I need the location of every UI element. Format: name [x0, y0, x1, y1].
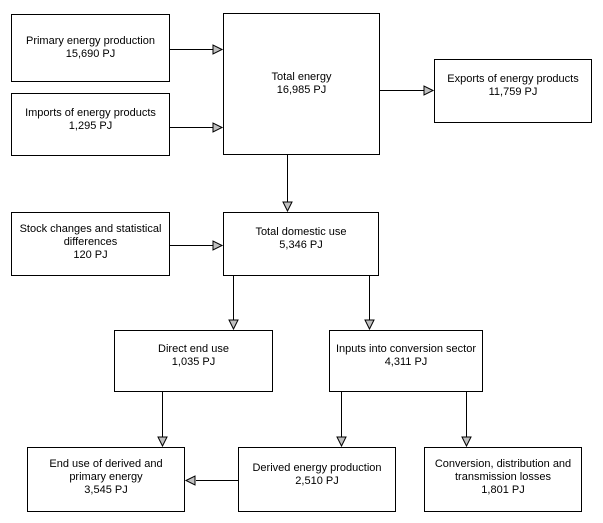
box-total-energy: Total energy 16,985 PJ — [223, 13, 380, 155]
arrow-inputs-conversion-to-losses — [461, 392, 472, 448]
arrow-inputs-conversion-to-derived-production — [336, 392, 347, 448]
box-direct-end-use: Direct end use 1,035 PJ — [114, 330, 273, 392]
box-value: 4,311 PJ — [384, 356, 428, 368]
box-value: 1,295 PJ — [68, 119, 113, 132]
arrow-imports-to-total-energy — [170, 122, 224, 133]
box-value: 5,346 PJ — [279, 239, 323, 251]
box-label: End use of derived and primary energy — [49, 458, 163, 483]
box-primary-energy-production: Primary energy production 15,690 PJ — [11, 14, 170, 82]
box-end-use-of-derived-and-primary-energy: End use of derived and primary energy 3,… — [27, 447, 185, 512]
box-value: 11,759 PJ — [488, 86, 538, 98]
box-label: Stock changes and statistical difference… — [19, 222, 162, 248]
box-label: Total domestic use — [255, 226, 347, 238]
arrow-primary-to-total-energy — [170, 44, 224, 55]
box-conversion-distribution-transmission-losses: Conversion, distribution and transmissio… — [424, 447, 582, 512]
box-label: Derived energy production — [252, 461, 382, 474]
arrow-total-energy-to-total-domestic-use — [282, 155, 293, 213]
box-stock-changes: Stock changes and statistical difference… — [11, 212, 170, 276]
box-label: Conversion, distribution and transmissio… — [434, 458, 572, 483]
box-value: 15,690 PJ — [65, 48, 116, 60]
box-value: 2,510 PJ — [295, 474, 339, 487]
box-label: Imports of energy products — [25, 106, 156, 119]
box-derived-energy-production: Derived energy production 2,510 PJ — [238, 447, 396, 512]
box-value: 1,801 PJ — [481, 484, 525, 496]
box-label: Total energy — [271, 71, 332, 83]
box-value: 16,985 PJ — [276, 84, 327, 96]
box-value: 120 PJ — [73, 248, 108, 261]
arrow-direct-end-use-to-end-use — [157, 392, 168, 448]
arrow-derived-production-to-end-use — [184, 475, 238, 486]
box-label: Primary energy production — [25, 35, 155, 47]
box-inputs-into-conversion-sector: Inputs into conversion sector 4,311 PJ — [329, 330, 483, 392]
arrow-stock-changes-to-total-domestic-use — [170, 240, 224, 251]
arrow-total-domestic-use-to-inputs-conversion — [364, 276, 375, 331]
box-label: Inputs into conversion sector — [335, 343, 477, 355]
box-total-domestic-use: Total domestic use 5,346 PJ — [223, 212, 379, 276]
box-label: Exports of energy products — [447, 73, 579, 85]
box-value: 3,545 PJ — [84, 484, 128, 496]
arrow-total-domestic-use-to-direct-end-use — [228, 276, 239, 331]
box-imports-of-energy-products: Imports of energy products 1,295 PJ — [11, 93, 170, 156]
box-value: 1,035 PJ — [171, 356, 216, 368]
box-exports-of-energy-products: Exports of energy products 11,759 PJ — [434, 59, 592, 123]
arrow-total-energy-to-exports — [380, 85, 435, 96]
box-label: Direct end use — [158, 343, 229, 355]
